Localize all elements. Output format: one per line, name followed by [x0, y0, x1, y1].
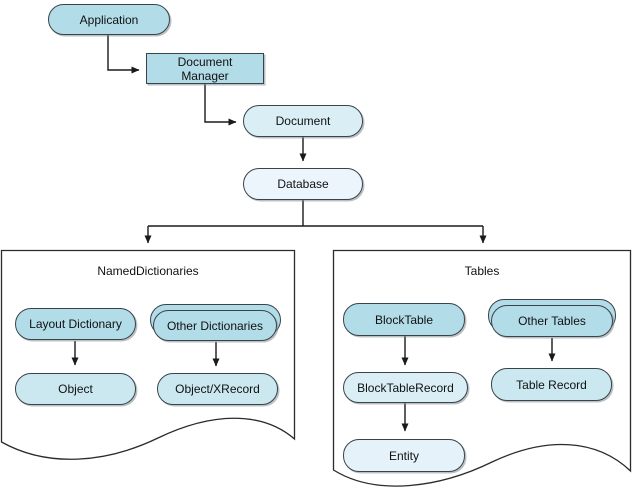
- node-other-dictionaries: Other Dictionaries: [153, 310, 277, 341]
- connector-application-document-manager: [107, 35, 140, 74]
- node-object: Object: [15, 373, 136, 405]
- node-database: Database: [243, 168, 363, 200]
- connector-database-bus: [148, 200, 483, 227]
- named-dictionaries-title: NamedDictionaries: [97, 264, 199, 278]
- connector-document-manager-document: [204, 84, 237, 126]
- node-document-manager: Document Manager: [146, 53, 264, 84]
- node-entity: Entity: [343, 439, 465, 472]
- node-other-tables: Other Tables: [491, 305, 613, 337]
- node-block-table: BlockTable: [343, 303, 465, 336]
- named-dictionaries-container: [0, 249, 296, 460]
- node-block-table-record: BlockTableRecord: [343, 372, 468, 403]
- node-object-xrecord: Object/XRecord: [157, 373, 278, 405]
- node-application: Application: [48, 4, 170, 35]
- tables-title: Tables: [464, 264, 500, 278]
- node-layout-dictionary: Layout Dictionary: [15, 308, 136, 340]
- node-table-record: Table Record: [491, 368, 612, 401]
- node-document: Document: [243, 105, 363, 137]
